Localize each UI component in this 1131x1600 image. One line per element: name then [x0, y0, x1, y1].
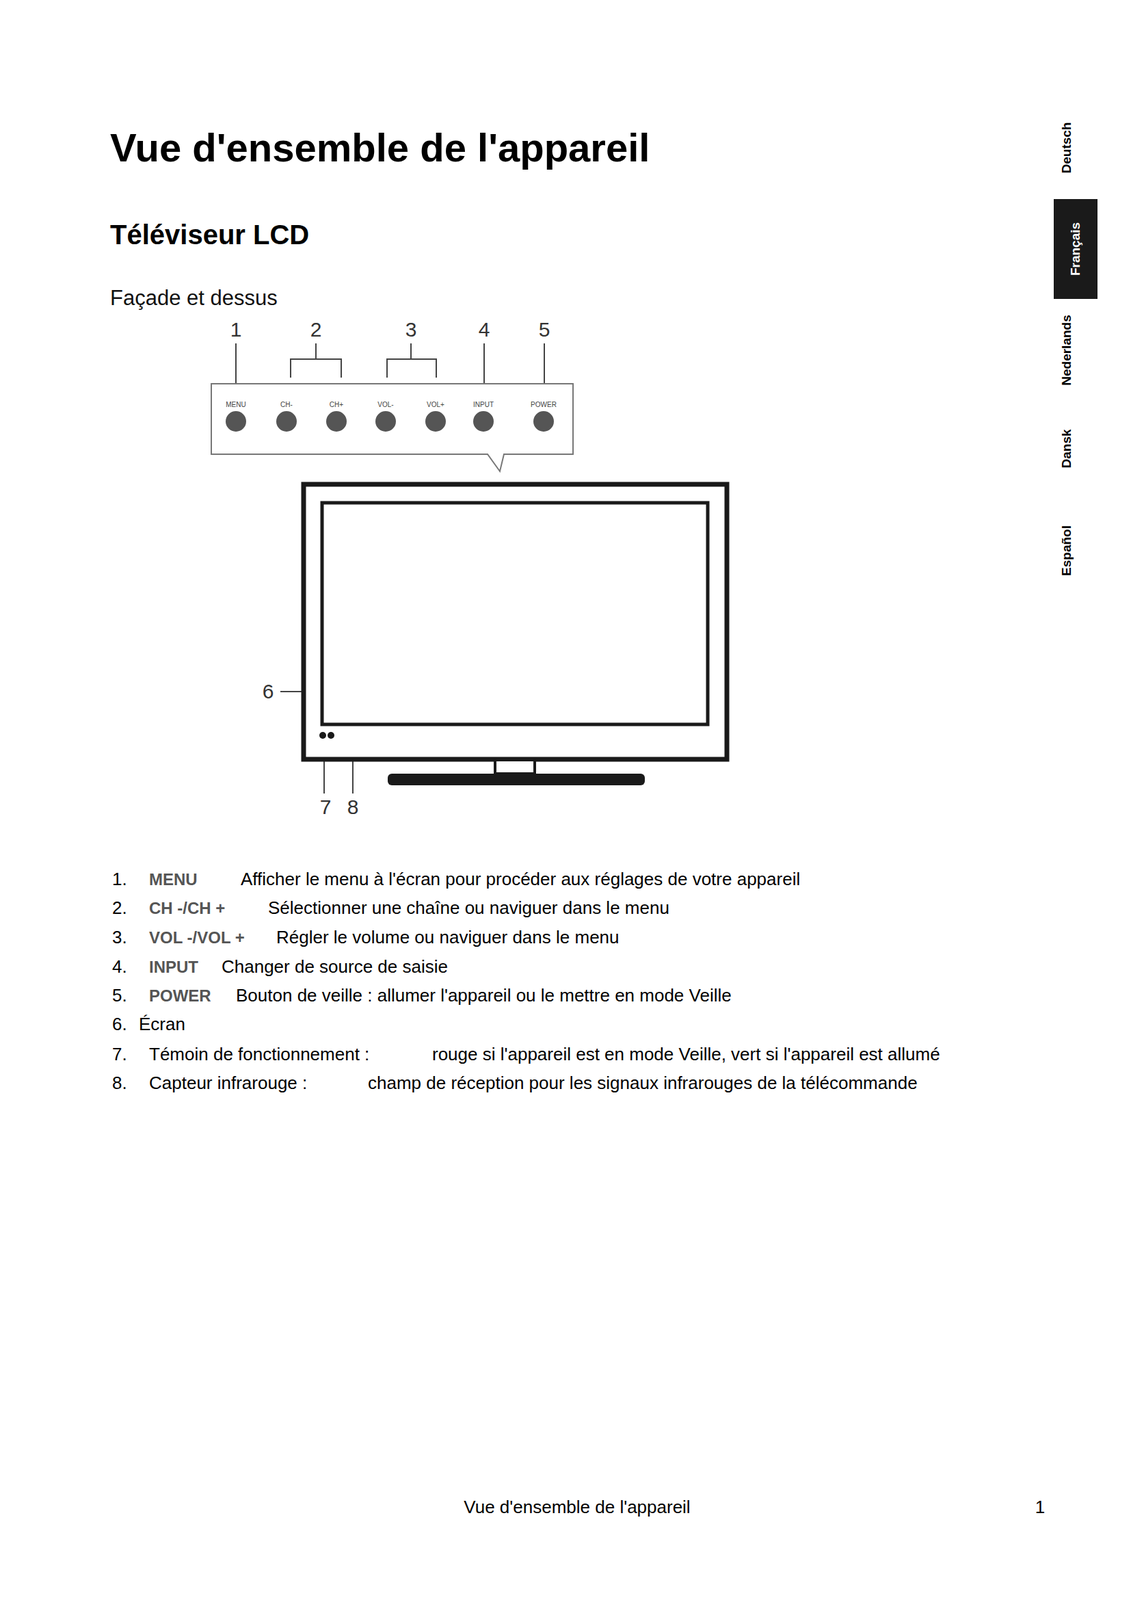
ir-sensor — [327, 731, 335, 739]
list-description: rouge si l'appareil est en mode Veille, … — [432, 1043, 941, 1065]
language-tab: Deutsch — [1059, 122, 1075, 174]
list-key: Capteur infrarouge : — [149, 1072, 308, 1094]
list-number: 7. — [112, 1043, 128, 1065]
button-panel-outline — [211, 383, 574, 472]
language-tab-label: Français — [1068, 222, 1084, 276]
language-tab: Dansk — [1059, 428, 1075, 468]
button-label: VOL- — [377, 400, 394, 409]
panel-buttons — [225, 410, 554, 432]
list-number: 2. — [112, 897, 128, 919]
language-tab: Español — [1059, 525, 1075, 576]
list-number: 6. — [112, 1013, 128, 1035]
list-description: Changer de source de saisie — [221, 955, 448, 978]
language-tab-active: Français — [1053, 198, 1098, 299]
callout-number: 7 — [320, 794, 332, 820]
page-footer: Vue d'ensemble de l'appareil — [463, 1496, 690, 1518]
list-key: MENU — [149, 869, 198, 890]
list-key: POWER — [149, 986, 212, 1006]
list-key: Témoin de fonctionnement : — [149, 1043, 370, 1065]
language-tab: Nederlands — [1059, 314, 1075, 385]
list-description: champ de réception pour les signaux infr… — [367, 1072, 918, 1094]
callout-number: 5 — [538, 317, 551, 342]
list-description: Sélectionner une chaîne ou naviguer dans… — [268, 897, 670, 919]
tv-stand-neck — [495, 759, 535, 774]
list-key: VOL -/VOL + — [149, 927, 245, 948]
list-number: 4. — [112, 955, 128, 978]
tv-screen — [322, 502, 708, 725]
callout-number: 3 — [405, 317, 418, 342]
page-title: Vue d'ensemble de l'appareil — [110, 123, 650, 172]
list-number: 3. — [112, 926, 128, 948]
button-label: MENU — [225, 400, 246, 409]
button-label: CH- — [280, 400, 293, 409]
section-heading: Téléviseur LCD — [110, 218, 310, 251]
list-description: Bouton de veille : allumer l'appareil ou… — [235, 984, 732, 1006]
page-number: 1 — [1035, 1496, 1045, 1518]
subsection-heading: Façade et dessus — [110, 285, 278, 311]
list-number: 1. — [112, 868, 128, 890]
list-key: CH -/CH + — [149, 898, 225, 919]
tv-stand-base — [387, 773, 645, 785]
callout-number: 1 — [230, 317, 243, 342]
button-label: INPUT — [473, 400, 494, 409]
button-label: CH+ — [329, 400, 344, 409]
button-label: VOL+ — [426, 400, 445, 409]
power-led — [319, 731, 327, 739]
list-number: 5. — [112, 984, 128, 1006]
callout-number: 6 — [262, 679, 275, 704]
callout-number: 8 — [347, 794, 359, 820]
callout-number: 4 — [478, 317, 491, 342]
list-key: INPUT — [149, 957, 199, 978]
list-key: Écran — [138, 1013, 186, 1035]
button-label: POWER — [530, 400, 557, 409]
list-number: 8. — [112, 1072, 128, 1094]
list-description: Régler le volume ou naviguer dans le men… — [276, 926, 620, 948]
callout-number: 2 — [310, 317, 323, 342]
list-description: Afficher le menu à l'écran pour procéder… — [240, 868, 801, 890]
tv-bezel — [303, 484, 727, 760]
button-panel: MENU CH- CH+ VOL- VOL+ INPUT POWER — [211, 383, 574, 455]
